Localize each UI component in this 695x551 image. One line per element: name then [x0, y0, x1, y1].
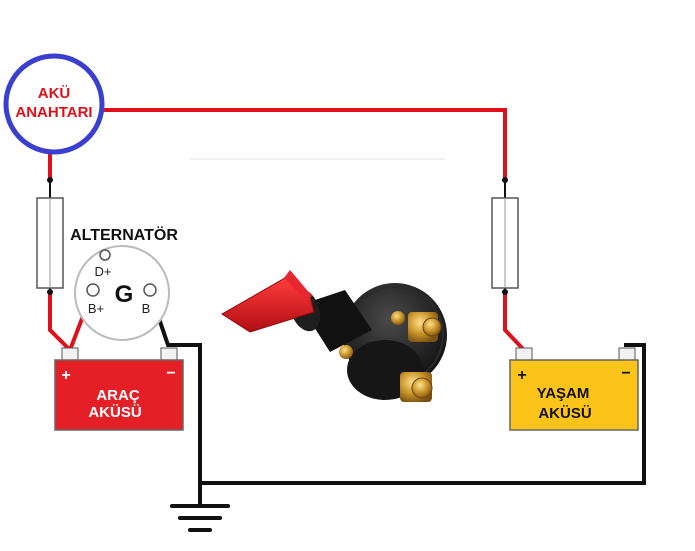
house-battery-minus: − [621, 365, 630, 382]
switch-label-line1: AKÜ [38, 85, 71, 102]
house-battery-line1: YAŞAM [537, 385, 590, 402]
alternator-body [74, 245, 170, 341]
battery-switch-image [190, 158, 447, 402]
house-battery-plus: + [517, 367, 526, 384]
alternator-dplus-label: D+ [95, 264, 112, 279]
mount-screw-1 [391, 311, 405, 325]
alternator-b-label: B [142, 301, 151, 316]
vehicle-battery-plus-post [61, 347, 79, 361]
switch-red-handle-top [284, 270, 312, 300]
terminal-stud-lower [400, 372, 433, 402]
battery-switch-label: AKÜ ANAHTARI [3, 53, 105, 155]
left-fuse-to-battery-wire [48, 290, 73, 353]
ground-bus-wire [198, 343, 646, 485]
top-positive-wire [102, 108, 507, 182]
alternator-center-label: G [115, 281, 134, 308]
vehicle-battery-minus-post [160, 347, 178, 361]
vehicle-battery-line2: AKÜSÜ [88, 404, 141, 421]
vehicle-battery-plus: + [61, 367, 70, 384]
terminal-stud-upper [408, 312, 442, 342]
right-fuse-to-battery-wire [503, 290, 527, 353]
switch-label-line2: ANAHTARI [15, 104, 92, 121]
vehicle-battery: + − ARAÇ AKÜSÜ [54, 347, 184, 431]
house-battery-minus-post [618, 347, 636, 361]
vehicle-battery-body [54, 359, 184, 431]
house-battery-plus-post [515, 347, 533, 361]
switch-label-ring [3, 53, 105, 155]
alternator-b-terminal [143, 283, 157, 297]
ground-symbol-icon [170, 504, 230, 532]
alternator-bplus-terminal [86, 283, 100, 297]
house-battery-line2: AKÜSÜ [538, 405, 591, 422]
house-battery-body [509, 359, 639, 431]
alternator: ALTERNATÖR G D+ B+ B [70, 225, 178, 341]
image-edge [190, 158, 445, 160]
house-battery: + − YAŞAM AKÜSÜ [509, 347, 639, 431]
alternator-title: ALTERNATÖR [70, 225, 178, 244]
alternator-bplus-label: B+ [88, 301, 104, 316]
vehicle-battery-line1: ARAÇ [96, 387, 139, 404]
alternator-dplus-terminal [99, 249, 111, 261]
vehicle-battery-minus: − [166, 365, 175, 382]
mount-screw-2 [339, 345, 353, 359]
